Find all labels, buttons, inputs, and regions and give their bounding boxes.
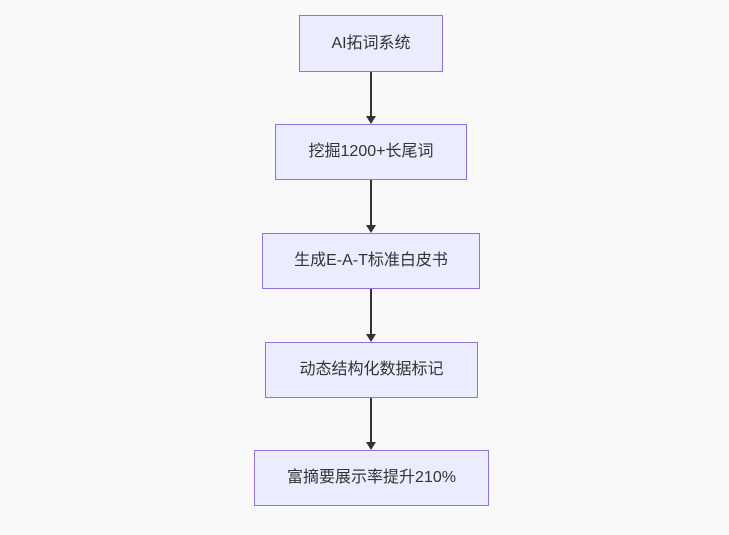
flow-arrow-4 (366, 398, 376, 450)
flow-node-rich-snippet-result: 富摘要展示率提升210% (254, 450, 489, 506)
flow-node-label: 动态结构化数据标记 (299, 361, 444, 379)
flow-arrow-3 (366, 289, 376, 342)
arrow-line (370, 398, 372, 443)
arrow-head-icon (366, 116, 376, 124)
flow-node-label: 挖掘1200+长尾词 (308, 143, 434, 161)
flow-node-eat-whitepaper: 生成E-A-T标准白皮书 (262, 233, 480, 289)
flow-node-label: AI拓词系统 (331, 34, 411, 52)
arrow-line (370, 289, 372, 335)
flow-node-longtail-mining: 挖掘1200+长尾词 (275, 124, 467, 180)
arrow-head-icon (366, 225, 376, 233)
flow-node-structured-data-markup: 动态结构化数据标记 (265, 342, 478, 398)
flow-node-label: 富摘要展示率提升210% (287, 469, 456, 487)
arrow-line (370, 72, 372, 117)
flow-node-ai-keyword-system: AI拓词系统 (299, 15, 443, 72)
flow-arrow-1 (366, 72, 376, 124)
arrow-head-icon (366, 334, 376, 342)
flow-node-label: 生成E-A-T标准白皮书 (294, 252, 448, 270)
arrow-line (370, 180, 372, 226)
arrow-head-icon (366, 442, 376, 450)
flow-arrow-2 (366, 180, 376, 233)
